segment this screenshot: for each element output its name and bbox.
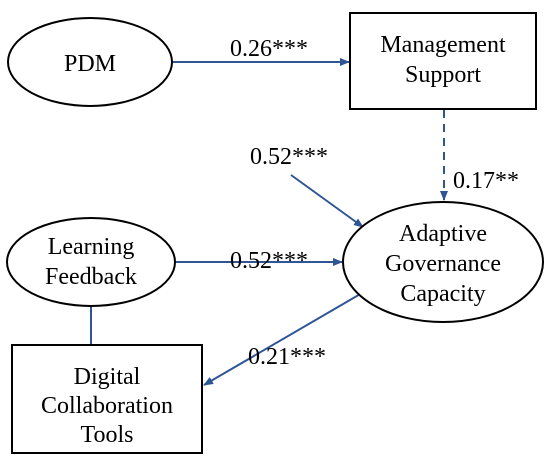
edge-agc-to-digital-collaboration-tools bbox=[203, 292, 363, 386]
edge-label-pdm-management: 0.26*** bbox=[230, 36, 308, 62]
node-digital-collaboration-tools: Digital Collaboration Tools bbox=[11, 344, 203, 454]
node-agc-line-1: Adaptive bbox=[399, 221, 487, 247]
node-management-support-line-1: Management bbox=[380, 32, 506, 58]
node-dct-line-1: Digital bbox=[74, 364, 141, 390]
node-dct-line-3: Tools bbox=[81, 422, 134, 448]
edge-label-management-agc: 0.17** bbox=[453, 168, 519, 194]
edge-label-external-agc: 0.52*** bbox=[250, 144, 328, 170]
node-pdm: PDM bbox=[7, 17, 173, 107]
node-learning-feedback-line-2: Feedback bbox=[45, 264, 137, 290]
node-learning-feedback: Learning Feedback bbox=[6, 217, 176, 307]
node-management-support: Management Support bbox=[349, 12, 537, 110]
node-agc-line-3: Capacity bbox=[400, 281, 485, 307]
node-adaptive-governance-capacity: Adaptive Governance Capacity bbox=[342, 201, 544, 323]
node-pdm-label: PDM bbox=[64, 51, 116, 77]
edge-label-agc-digital: 0.21*** bbox=[248, 344, 326, 370]
edge-external-to-agc bbox=[290, 174, 364, 228]
node-agc-line-2: Governance bbox=[385, 251, 501, 277]
node-dct-line-2: Collaboration bbox=[41, 393, 173, 419]
edge-label-feedback-agc: 0.52*** bbox=[230, 248, 308, 274]
node-learning-feedback-line-1: Learning bbox=[48, 234, 135, 260]
node-management-support-line-2: Support bbox=[405, 62, 481, 88]
